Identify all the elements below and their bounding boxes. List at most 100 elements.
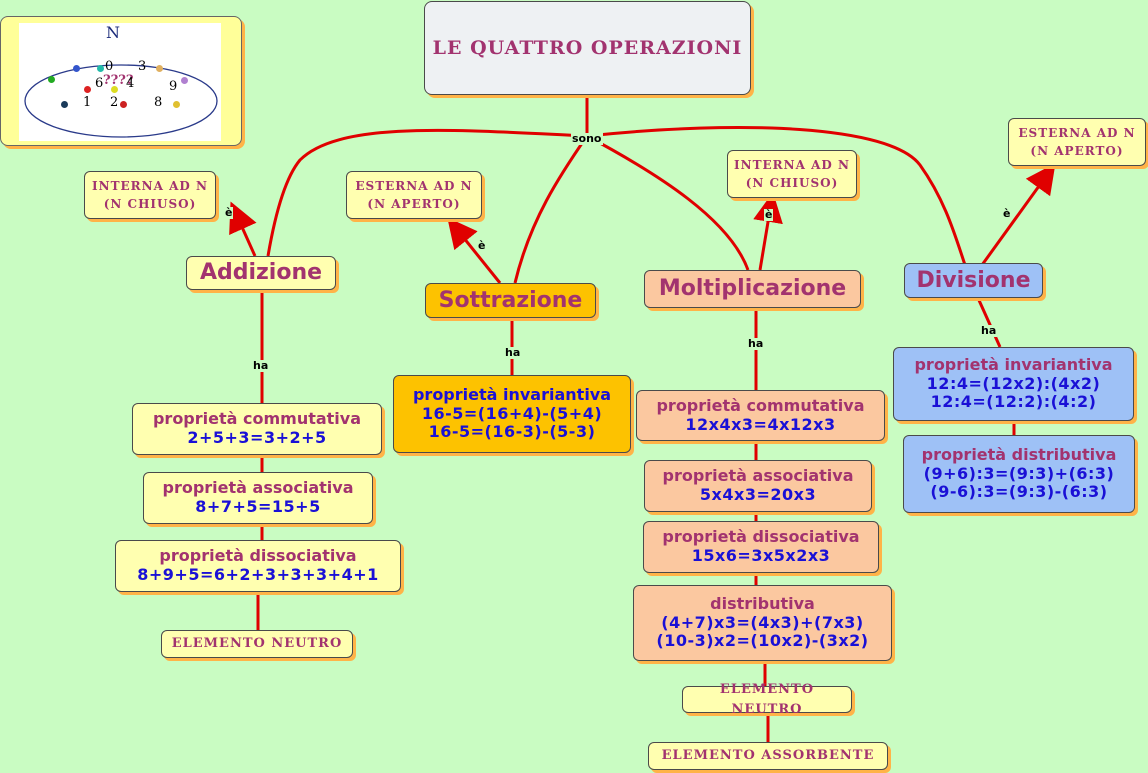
property-formula: 12x4x3=4x12x3 [685,414,836,434]
set-unknown: ???? [103,73,134,88]
closure-line: ESTERNA AD N [355,179,473,193]
label-ha-moltiplicazione: ha [747,337,765,350]
link-addizione-closure [229,201,257,257]
label-sono: sono [571,132,603,145]
label-ha-sottrazione: ha [504,346,522,359]
operation-name: Divisione [916,267,1031,293]
moltiplicazione-property-box: proprietà dissociativa 15x6=3x5x2x3 [643,521,879,573]
neutral-label: ELEMENTO NEUTRO [719,682,815,717]
set-number: 1 [83,95,92,110]
property-title: proprietà dissociativa [662,527,860,547]
addizione-property-box: proprietà associativa 8+7+5=15+5 [143,472,373,524]
set-dot [48,76,55,83]
property-formula: 16-5=(16-3)-(5-3) [428,422,596,442]
moltiplicazione-absorbing-box: ELEMENTO ASSORBENTE [648,742,888,770]
property-formula: (10-3)x2=(10x2)-(3x2) [656,631,869,651]
set-number: 9 [169,79,178,94]
addizione-property-box: proprietà commutativa 2+5+3=3+2+5 [132,403,382,455]
property-title: proprietà commutativa [152,409,362,429]
link-hub-divisione [586,126,967,266]
moltiplicazione-neutral-box: ELEMENTO NEUTRO [682,682,852,717]
property-title: proprietà invariantiva [914,354,1113,374]
property-title: distributiva [710,593,815,613]
addizione-neutral-box: ELEMENTO NEUTRO [161,630,353,658]
property-title: proprietà associativa [162,478,354,498]
addizione-node: Addizione [186,256,336,290]
label-e-divisione: è [1002,207,1012,220]
link-divisione-props [976,297,1002,348]
property-title: proprietà distributiva [921,444,1117,464]
set-number: 2 [110,95,119,110]
property-formula: 12:4=(12x2):(4x2) [926,373,1101,393]
property-title: proprietà associativa [662,466,854,486]
closure-line: ESTERNA AD N [1018,126,1136,140]
set-number: 3 [138,59,147,74]
set-dot [173,101,180,108]
sottrazione-property-box: proprietà invariantiva 16-5=(16+4)-(5+4)… [393,375,631,453]
set-dot [181,77,188,84]
property-formula: (9-6):3=(9:3)-(6:3) [930,482,1108,502]
moltiplicazione-node: Moltiplicazione [644,270,861,308]
operation-name: Moltiplicazione [658,276,847,302]
set-label: N [106,23,120,42]
addizione-property-box: proprietà dissociativa 8+9+5=6+2+3+3+3+4… [115,540,401,592]
set-dot [120,101,127,108]
property-formula: (9+6):3=(9:3)+(6:3) [923,463,1115,483]
set-number: 6 [95,76,104,91]
property-title: proprietà commutativa [656,395,865,415]
divisione-property-box: proprietà invariantiva 12:4=(12x2):(4x2)… [893,347,1134,421]
set-dot [84,86,91,93]
divisione-node: Divisione [904,263,1043,298]
label-e-moltiplicazione: è [764,208,774,221]
property-formula: 15x6=3x5x2x3 [691,546,831,565]
map-title-text: LE QUATTRO OPERAZIONI [432,36,743,59]
operation-name: Sottrazione [438,287,583,313]
set-dot [156,65,163,72]
closure-line: (N CHIUSO) [745,176,839,190]
property-title: proprietà invariantiva [412,384,612,404]
closure-line: INTERNA AD N [92,179,208,193]
set-number: 8 [154,95,163,110]
property-formula: 2+5+3=3+2+5 [187,428,327,447]
set-ellipse [24,64,218,138]
property-formula: 8+9+5=6+2+3+3+3+4+1 [137,565,379,584]
set-number: 0 [105,59,114,74]
closure-line: (N APERTO) [1030,144,1124,158]
moltiplicazione-closure-box: INTERNA AD N (N CHIUSO) [727,150,857,198]
map-title: LE QUATTRO OPERAZIONI [424,1,751,95]
natural-numbers-set-image: N 0 3 6 ???? 4 9 1 2 8 [0,16,242,146]
link-addizione-chain [256,455,264,630]
property-formula: 12:4=(12:2):(4:2) [930,392,1097,412]
property-formula: (4+7)x3=(4x3)+(7x3) [661,612,864,632]
property-formula: 16-5=(16+4)-(5+4) [421,403,603,423]
closure-line: (N CHIUSO) [103,197,197,211]
property-formula: 8+7+5=15+5 [195,497,321,516]
link-sottrazione-closure [447,217,502,284]
moltiplicazione-property-box: distributiva (4+7)x3=(4x3)+(7x3) (10-3)x… [633,585,892,661]
divisione-closure-box: ESTERNA AD N (N APERTO) [1008,118,1146,166]
moltiplicazione-property-box: proprietà associativa 5x4x3=20x3 [644,460,872,512]
sottrazione-closure-box: ESTERNA AD N (N APERTO) [346,171,482,219]
label-e-addizione: è [224,206,234,219]
moltiplicazione-property-box: proprietà commutativa 12x4x3=4x12x3 [636,390,885,441]
addizione-closure-box: INTERNA AD N (N CHIUSO) [84,171,216,219]
link-hub-addizione [266,128,588,257]
property-formula: 5x4x3=20x3 [699,485,817,504]
label-ha-divisione: ha [980,324,998,337]
label-ha-addizione: ha [252,359,270,372]
operation-name: Addizione [199,260,323,286]
set-number: 4 [126,76,135,91]
divisione-property-box: proprietà distributiva (9+6):3=(9:3)+(6:… [903,435,1135,513]
set-dot [61,101,68,108]
sottrazione-node: Sottrazione [425,283,596,318]
link-divisione-closure [980,163,1056,266]
set-dot [73,65,80,72]
link-hub-sottrazione [513,135,589,284]
closure-line: INTERNA AD N [734,158,850,172]
absorbing-label: ELEMENTO ASSORBENTE [661,748,875,764]
link-moltiplicazione-chain [754,441,770,742]
set-dot [111,86,118,93]
neutral-label: ELEMENTO NEUTRO [171,636,343,652]
property-title: proprietà dissociativa [159,546,357,566]
